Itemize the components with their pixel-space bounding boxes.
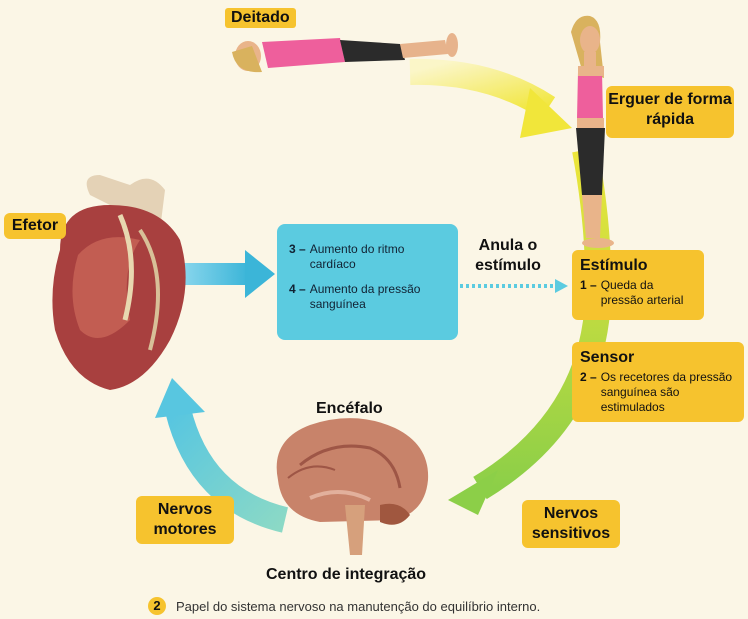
effect-item-3: 3 – Aumento do ritmo cardíaco — [289, 242, 448, 272]
arrow-heart-box — [178, 263, 248, 285]
label-efetor: Efetor — [11, 217, 59, 234]
effects-box: 3 – Aumento do ritmo cardíaco 4 – Aument… — [277, 224, 458, 340]
sensor-title: Sensor — [580, 349, 635, 366]
arrowhead-top — [520, 88, 572, 138]
stimulus-text: Queda da pressão arterial — [600, 278, 684, 307]
label-erguer: Erguer de forma rápida — [608, 91, 732, 128]
effect-num-4: 4 – — [289, 282, 306, 296]
effect-text-4: Aumento da pressão sanguínea — [309, 282, 421, 311]
erguer-box: Erguer de forma rápida — [606, 86, 734, 138]
label-nervos-sensitivos: Nervos sensitivos — [531, 505, 611, 542]
label-nervos-motores: Nervos motores — [153, 501, 217, 538]
effect-item-4: 4 – Aumento da pressão sanguínea — [289, 282, 448, 312]
stimulus-title: Estímulo — [580, 257, 648, 274]
label-centro: Centro de integração — [266, 566, 427, 583]
caption: 2 Papel do sistema nervoso na manutenção… — [148, 597, 540, 615]
label-encefalo: Encéfalo — [316, 400, 383, 417]
nervos-motores-box: Nervos motores — [136, 496, 234, 544]
caption-text: Papel do sistema nervoso na manutenção d… — [176, 598, 541, 614]
sensor-box: Sensor 2 – Os recetores da pressão sangu… — [572, 342, 744, 422]
caption-number: 2 — [148, 597, 166, 615]
arrowhead-heart-box — [245, 250, 275, 298]
arrowhead-left — [155, 378, 205, 418]
nervos-sensitivos-box: Nervos sensitivos — [522, 500, 620, 548]
dotted-arrowhead — [555, 279, 568, 293]
sensor-text: Os recetores da pressão sanguínea são es… — [600, 370, 733, 414]
efetor-box: Efetor — [4, 213, 66, 239]
arrow-left — [165, 406, 289, 533]
stimulus-num: 1 – — [580, 278, 597, 292]
label-deitado: Deitado — [225, 8, 296, 28]
effect-num-3: 3 – — [289, 242, 306, 256]
sensor-num: 2 – — [580, 370, 597, 384]
effect-text-3: Aumento do ritmo cardíaco — [309, 242, 405, 271]
stimulus-box: Estímulo 1 – Queda da pressão arterial — [572, 250, 704, 320]
stimulus-item: 1 – Queda da pressão arterial — [580, 278, 696, 308]
sensor-item: 2 – Os recetores da pressão sanguínea sã… — [580, 370, 736, 415]
label-anula: Anula o estímulo — [475, 237, 541, 274]
arrowhead-right — [448, 470, 498, 515]
